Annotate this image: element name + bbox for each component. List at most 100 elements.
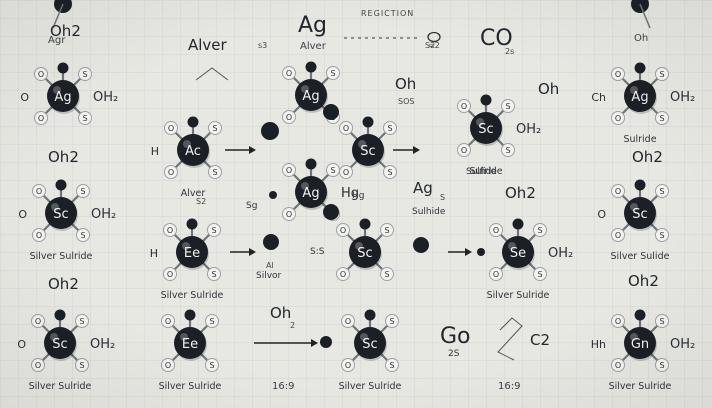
atom-13-5 xyxy=(54,309,66,321)
caption-13: Silver Sulride xyxy=(29,381,92,392)
atom-10-5 xyxy=(186,218,198,230)
atom-6-5 xyxy=(634,62,646,74)
atom-2-2 xyxy=(208,121,222,135)
atom-10-1 xyxy=(163,223,177,237)
atom-letter-6-2: S xyxy=(659,70,664,79)
atom-15-1 xyxy=(341,314,355,328)
atom-letter-9-4: S xyxy=(384,270,389,279)
atom-letter-4-2: S xyxy=(387,124,392,133)
free-atom-6 xyxy=(477,248,485,256)
core-symbol-5: Sc xyxy=(478,122,493,137)
atom-4-5 xyxy=(362,116,374,128)
atom-letter-15-3: O xyxy=(345,361,351,370)
atom-1-5 xyxy=(57,62,69,74)
atom-3-5 xyxy=(305,61,317,73)
oh-top-label: Oh xyxy=(395,75,417,93)
free-atom-8 xyxy=(269,191,277,199)
atom-6-3 xyxy=(611,111,625,125)
atom-1-2 xyxy=(78,67,92,81)
atom-3-2 xyxy=(326,66,340,80)
oh-right-label: Oh xyxy=(538,80,560,98)
atom-12-3 xyxy=(611,228,625,242)
caption-11: Silver Sulride xyxy=(487,290,550,301)
free-atom-1 xyxy=(261,122,279,140)
free-atom-5 xyxy=(320,336,332,348)
left-group-6: Ch xyxy=(591,91,606,104)
atom-15-2 xyxy=(385,314,399,328)
atom-9-2 xyxy=(380,223,394,237)
atom-11-3 xyxy=(489,267,503,281)
atom-14-1 xyxy=(161,314,175,328)
atom-3-3 xyxy=(282,110,296,124)
atom-9-5 xyxy=(359,218,371,230)
aspect-left: 16:9 xyxy=(272,381,295,392)
atom-2-4 xyxy=(208,165,222,179)
atom-letter-5-1: O xyxy=(461,102,467,111)
atom-letter-13-2: S xyxy=(79,317,84,326)
atom-5-2 xyxy=(501,99,515,113)
atom-letter-9-1: O xyxy=(340,226,346,235)
atom-5-5 xyxy=(480,94,492,106)
core-symbol-7: Sc xyxy=(53,207,68,222)
atom-letter-5-2: S xyxy=(505,102,510,111)
atom-12-5 xyxy=(634,179,646,191)
core-atom-2 xyxy=(177,134,209,166)
arrow-right-icon xyxy=(254,339,318,347)
atom-letter-15-4: S xyxy=(389,361,394,370)
atom-16-4 xyxy=(655,358,669,372)
atom-letter-12-4: S xyxy=(659,231,664,240)
atom-letter-13-4: S xyxy=(79,361,84,370)
oh2-far-label: Oh2 xyxy=(628,272,659,290)
atom-12-1 xyxy=(611,184,625,198)
arrow-right-icon xyxy=(225,146,256,154)
atom-4-1 xyxy=(339,121,353,135)
left-group-7: O xyxy=(18,208,27,221)
atom-13-3 xyxy=(31,358,45,372)
core-symbol-13: Sc xyxy=(52,337,67,352)
right-group-16: OH₂ xyxy=(670,337,695,352)
atom-7-2 xyxy=(76,184,90,198)
oh2-left-label-1: Oh2 xyxy=(48,148,79,166)
atom-7-1 xyxy=(32,184,46,198)
atom-8-1 xyxy=(282,163,296,177)
go-formula: Go xyxy=(440,324,471,349)
atom-letter-14-1: O xyxy=(165,317,171,326)
atom-letter-16-3: O xyxy=(615,361,621,370)
atom-15-4 xyxy=(385,358,399,372)
core-symbol-3: Ag xyxy=(302,89,319,104)
atom-letter-7-2: S xyxy=(80,187,85,196)
atom-2-5 xyxy=(187,116,199,128)
core-atom-10 xyxy=(176,236,208,268)
right-group-13: OH₂ xyxy=(90,337,115,352)
atom-letter-6-1: O xyxy=(615,70,621,79)
atom-letter-2-4: S xyxy=(212,168,217,177)
atom-letter-11-1: O xyxy=(493,226,499,235)
bond-sketch-left xyxy=(195,67,229,81)
left-group-16: Hh xyxy=(591,338,606,351)
core-atom-12 xyxy=(624,197,656,229)
atom-16-3 xyxy=(611,358,625,372)
atom-letter-14-2: S xyxy=(209,317,214,326)
core-atom-7 xyxy=(45,197,77,229)
atom-letter-12-3: O xyxy=(615,231,621,240)
atom-14-3 xyxy=(161,358,175,372)
core-symbol-2: Ac xyxy=(185,144,201,159)
caption-14: Silver Sulride xyxy=(159,381,222,392)
aspect-right: 16:9 xyxy=(498,381,521,392)
core-symbol-10: Ee xyxy=(184,246,200,261)
oxygen-ring xyxy=(427,31,441,43)
sos-label: SOS xyxy=(398,97,415,106)
atom-9-1 xyxy=(336,223,350,237)
atom-1-4 xyxy=(78,111,92,125)
atom-8-2 xyxy=(326,163,340,177)
caption-7: Silver Sulride xyxy=(30,251,93,262)
hg-label: Hg xyxy=(352,191,365,201)
